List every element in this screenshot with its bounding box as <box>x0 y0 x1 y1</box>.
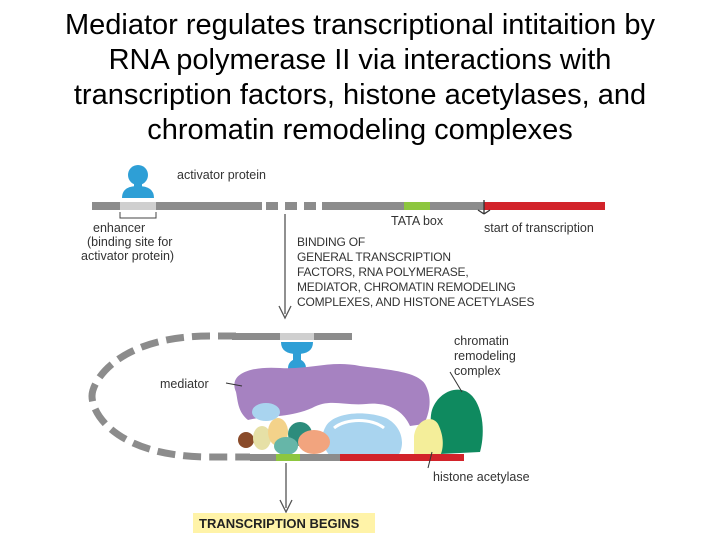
step-line-4: MEDIATOR, CHROMATIN REMODELING <box>297 280 516 294</box>
dna-dash-1 <box>266 202 278 210</box>
histone-acetylase-complex <box>414 419 443 456</box>
top-dna-strand <box>92 202 605 210</box>
activator-protein-label: activator protein <box>177 168 266 182</box>
title-line-4: chromatin remodeling complexes <box>147 114 573 146</box>
loop-transcribed-region <box>340 454 464 461</box>
transcription-begins-highlight <box>193 513 375 533</box>
chromatin-label-3: complex <box>454 364 501 378</box>
dna-right-segment <box>322 202 484 210</box>
start-transcription-label: start of transcription <box>484 221 594 235</box>
binding-site-label-1: (binding site for <box>87 235 172 249</box>
step-arrow <box>278 214 292 320</box>
loop-tata-box-segment <box>276 454 300 461</box>
tata-box-label: TATA box <box>391 214 444 228</box>
title-line-2: RNA polymerase II via interactions with <box>108 44 612 76</box>
dna-left-segment <box>92 202 262 210</box>
dna-dash-3 <box>304 202 316 210</box>
step-line-3: FACTORS, RNA POLYMERASE, <box>297 265 468 279</box>
mediator-label: mediator <box>160 377 209 391</box>
transcribed-region <box>484 202 605 210</box>
start-arrow <box>477 200 491 215</box>
enhancer-bracket <box>119 212 157 219</box>
activator-protein-icon <box>122 165 154 198</box>
histone-acetylase-label: histone acetylase <box>433 470 530 484</box>
enhancer-segment <box>120 202 156 210</box>
title-line-1: Mediator regulates transcriptional intit… <box>65 9 655 41</box>
title-line-3: transcription factors, histone acetylase… <box>73 79 647 111</box>
acetylase-leader <box>427 451 433 469</box>
transcription-begins-label: TRANSCRIPTION BEGINS <box>199 516 360 531</box>
loop-bottom-dna <box>250 454 276 461</box>
enhancer-label: enhancer <box>93 221 145 235</box>
chromatin-label-2: remodeling <box>454 349 516 363</box>
mediator-leader <box>225 382 243 387</box>
step-line-2: GENERAL TRANSCRIPTION <box>297 250 451 264</box>
slide-title: Mediator regulates transcriptional intit… <box>0 8 720 148</box>
chromatin-label-1: chromatin <box>454 334 509 348</box>
polymerase-claw <box>333 419 385 430</box>
mediator-complex <box>234 364 430 426</box>
chromatin-remodeling-complex <box>430 389 483 454</box>
chromatin-leader <box>449 371 463 393</box>
dna-loop <box>88 332 250 461</box>
begins-arrow <box>279 463 293 514</box>
general-transcription-factors <box>238 403 330 455</box>
step-line-1: BINDING OF <box>297 235 365 249</box>
binding-site-label-2: activator protein) <box>81 249 174 263</box>
dna-dash-2 <box>285 202 297 210</box>
tata-box-segment <box>404 202 430 210</box>
step-line-5: COMPLEXES, AND HISTONE ACETYLASES <box>297 295 534 309</box>
loop-bottom-dna-2 <box>300 454 340 461</box>
loop-enhancer-segment <box>280 333 314 340</box>
